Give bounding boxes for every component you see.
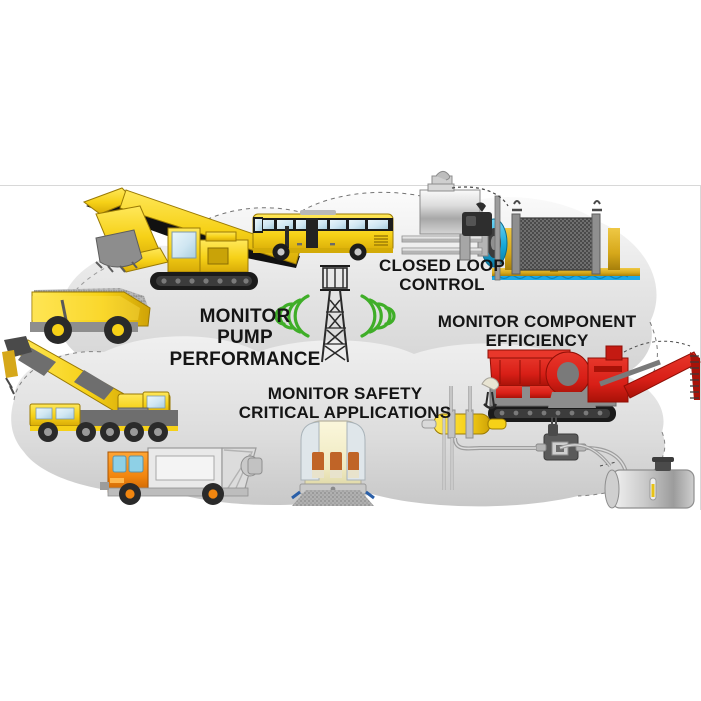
crusher	[487, 340, 701, 422]
winch-assembly	[401, 170, 640, 281]
rail-car	[291, 420, 375, 506]
city-bus	[252, 210, 394, 261]
signal-waves-left	[274, 294, 310, 338]
excavator	[82, 187, 301, 290]
label-monitor-pump-performance: MONITOR PUMP PERFORMANCE	[169, 306, 321, 370]
dump-truck	[30, 288, 151, 344]
garbage-truck	[100, 447, 263, 505]
top-divider-rule	[0, 185, 701, 186]
label-monitor-safety-critical-applications: MONITOR SAFETY CRITICAL APPLICATIONS	[238, 384, 452, 423]
signal-waves-right	[360, 294, 396, 338]
label-closed-loop-control: CLOSED LOOP CONTROL	[379, 256, 505, 295]
label-monitor-component-efficiency: MONITOR COMPONENT EFFICIENCY	[437, 312, 637, 351]
radio-tower	[320, 265, 350, 363]
mobile-crane	[2, 336, 178, 442]
reservoir-tank	[559, 443, 695, 509]
